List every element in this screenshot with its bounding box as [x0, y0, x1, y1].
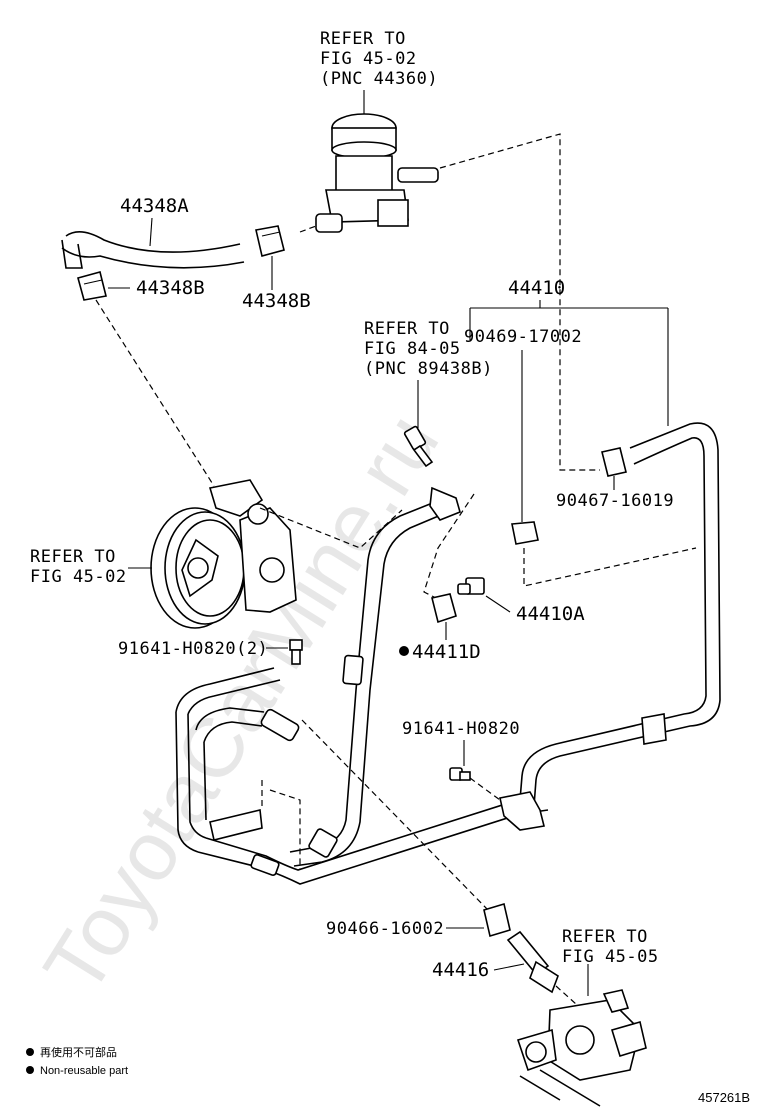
- label-44410: 44410: [508, 277, 565, 299]
- label-90469: 90469-17002: [464, 327, 582, 347]
- part-44411D: [431, 593, 457, 624]
- dash-reservoir-clamp: [299, 225, 317, 233]
- label-44411D: 44411D: [412, 641, 481, 663]
- pressure-hose-inner: [293, 511, 449, 867]
- dash-sensor-44411D: [423, 493, 475, 601]
- label-refer-sensor-2: FIG 84-05: [364, 339, 461, 359]
- label-refer-sensor-1: REFER TO: [364, 319, 450, 339]
- hose-44348A-end: [61, 239, 83, 269]
- label-44348A: 44348A: [120, 195, 189, 217]
- non-reusable-mark-44411D: [399, 646, 409, 656]
- dash-tube-90466: [301, 719, 491, 913]
- tube-left-vertical-outer: [175, 711, 199, 853]
- label-44348B-center: 44348B: [242, 290, 311, 312]
- hose-44348A-lower: [61, 247, 245, 269]
- dash-hose-pump: [95, 299, 215, 487]
- return-hose-inner: [519, 437, 707, 801]
- legend-line-cn: 再使用不可部品: [40, 1045, 117, 1059]
- hose-44348A-upper: [65, 231, 241, 253]
- tube-bottom-fitting: [250, 854, 280, 876]
- tube-feed-outer: [195, 707, 265, 731]
- label-refer-sensor-3: (PNC 89438B): [364, 359, 493, 379]
- legend-bullet-icon-1: [26, 1048, 34, 1056]
- tube-bottom-inner: [205, 799, 519, 871]
- dash-bracket: [261, 780, 301, 870]
- label-refer-reservoir-3: (PNC 44360): [320, 69, 438, 89]
- leader-44348A: [149, 217, 153, 247]
- tube-feed-fitting: [260, 708, 300, 742]
- power-steering-pump: [150, 479, 297, 629]
- clamp-44348B-left: [77, 271, 107, 301]
- tube-feed-down: [203, 741, 207, 821]
- clamp-90469: [511, 521, 539, 545]
- dash-union-gear: [555, 985, 577, 1005]
- reservoir-tank: [315, 113, 439, 233]
- pressure-sensor: [403, 425, 434, 468]
- leader-44416: [493, 963, 525, 971]
- label-91641: 91641-H0820: [402, 719, 520, 739]
- bolt-44410A: [457, 577, 485, 595]
- return-hose-outer: [533, 422, 721, 807]
- pressure-hose-sleeve: [342, 654, 364, 686]
- pressure-hose-fitting: [308, 828, 338, 858]
- label-refer-reservoir-2: FIG 45-02: [320, 49, 417, 69]
- bolt-91641-pump: [289, 639, 303, 665]
- clamp-44348B-center: [255, 225, 285, 257]
- clamp-90466: [483, 902, 511, 938]
- steering-gear: [516, 989, 647, 1107]
- label-refer-pump-2: FIG 45-02: [30, 567, 127, 587]
- label-refer-gear-1: REFER TO: [562, 927, 648, 947]
- pressure-hose-banjo: [429, 486, 461, 521]
- tube-bracket-left: [209, 809, 263, 841]
- label-44348B-left: 44348B: [136, 277, 205, 299]
- label-refer-pump-1: REFER TO: [30, 547, 116, 567]
- label-90466: 90466-16002: [326, 919, 444, 939]
- label-refer-reservoir-1: REFER TO: [320, 29, 406, 49]
- tube-left-top-outer: [175, 667, 275, 713]
- dash-bolt-bracket: [469, 777, 501, 801]
- clamp-90467: [601, 447, 627, 477]
- label-90467: 90467-16019: [556, 491, 674, 511]
- bolt-91641-bracket: [449, 767, 471, 781]
- label-91641-2: 91641-H0820(2): [118, 639, 268, 659]
- dash-90469: [523, 547, 697, 587]
- tube-feed-inner: [203, 721, 263, 743]
- union-44416: [506, 930, 559, 994]
- label-44410A: 44410A: [516, 603, 585, 625]
- tube-bracket-right: [499, 791, 545, 831]
- leader-44410A: [485, 595, 511, 613]
- dash-reservoir-right: [439, 133, 600, 471]
- bracket-44410: [469, 300, 669, 426]
- label-refer-gear-2: FIG 45-05: [562, 947, 659, 967]
- tube-left-vertical-inner: [187, 713, 207, 839]
- legend-line-en: Non-reusable part: [40, 1065, 128, 1077]
- label-44416: 44416: [432, 959, 489, 981]
- tube-left-top-inner: [187, 679, 281, 715]
- hose-clamp-right: [641, 713, 667, 745]
- legend-bullet-icon-2: [26, 1066, 34, 1074]
- figure-id: 457261B: [698, 1090, 750, 1105]
